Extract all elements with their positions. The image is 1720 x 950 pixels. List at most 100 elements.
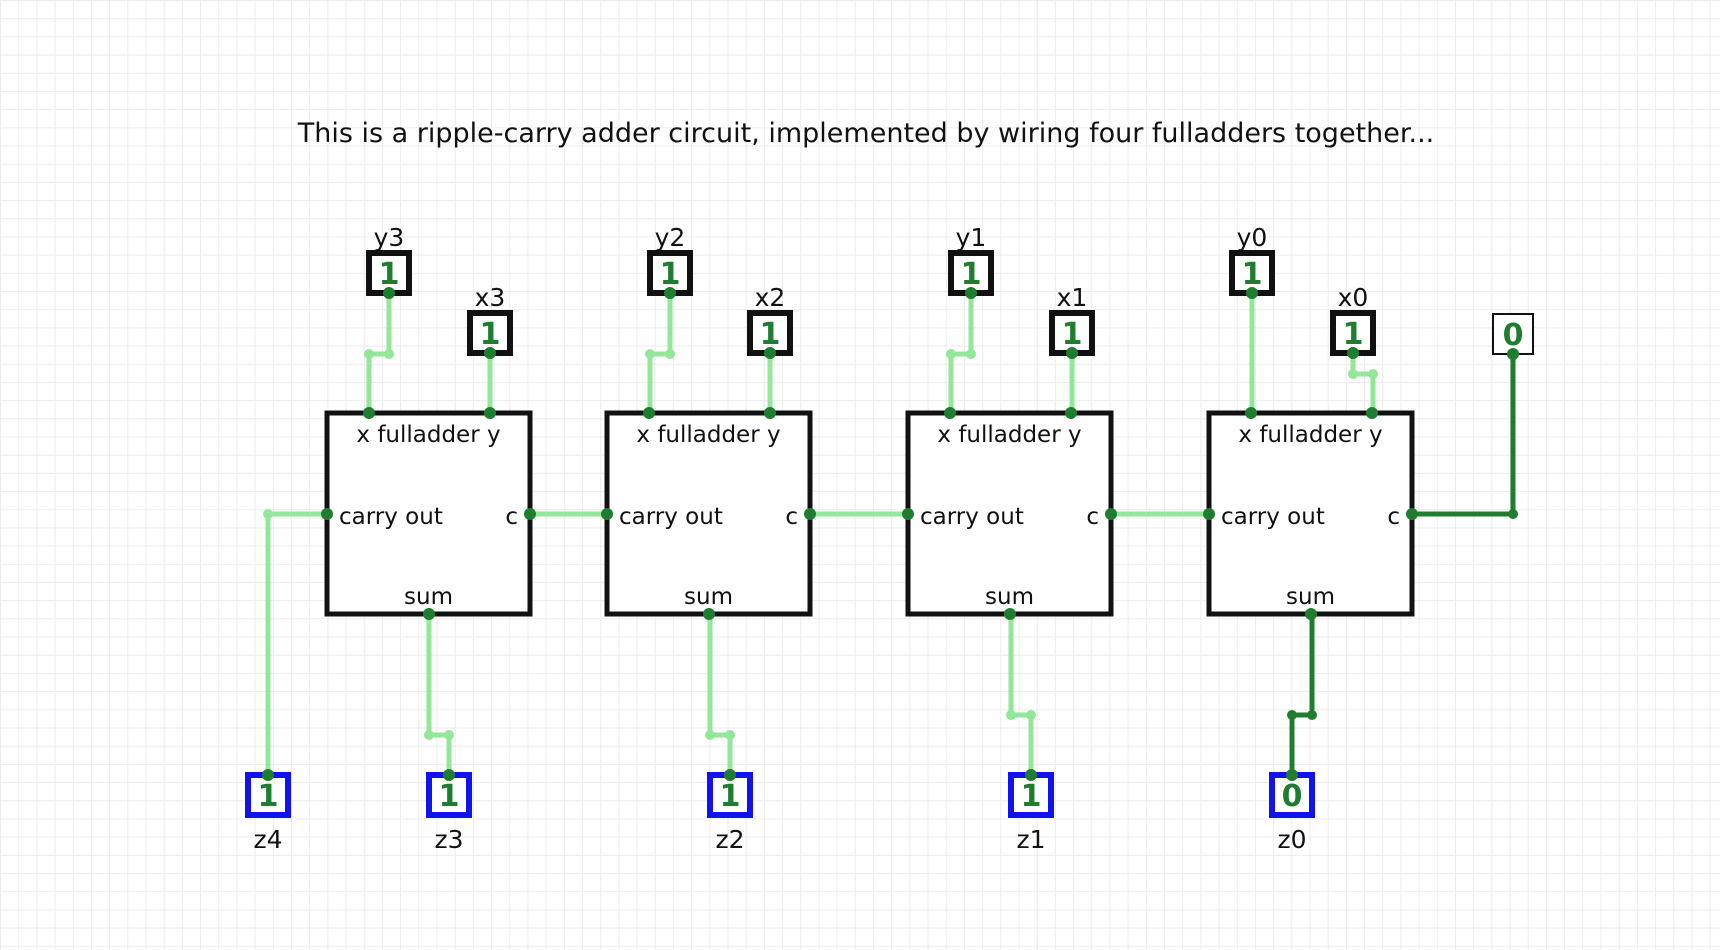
pin-connection: [724, 769, 736, 781]
output-box[interactable]: [707, 772, 753, 818]
carry-in-label: c: [1387, 504, 1400, 530]
output-pin-z3[interactable]: 1z3: [426, 772, 472, 854]
output-pin-z2[interactable]: 1z2: [707, 772, 753, 854]
sum-label: sum: [1286, 584, 1335, 610]
wire-joint: [263, 509, 273, 519]
wire-joint: [966, 349, 976, 359]
output-value: 1: [1021, 779, 1042, 814]
fulladder-port: [804, 508, 816, 520]
input-value: 1: [379, 257, 400, 292]
output-value: 1: [720, 779, 741, 814]
sum-label: sum: [684, 584, 733, 610]
pin-connection: [965, 287, 977, 299]
carry-out-label: carry out: [339, 504, 443, 530]
wire-joint: [1508, 509, 1518, 519]
nodes-layer: [262, 287, 1519, 781]
input-label: y1: [956, 223, 987, 252]
output-value: 0: [1282, 779, 1303, 814]
carry-out-label: carry out: [1221, 504, 1325, 530]
output-label: z3: [434, 825, 463, 854]
wire-joint: [444, 730, 454, 740]
input-pin-y3[interactable]: 1y3: [366, 223, 412, 296]
input-pin-x0[interactable]: 1x0: [1330, 283, 1376, 356]
pin-connection: [664, 287, 676, 299]
input-label: x0: [1338, 283, 1369, 312]
input-pin-y0[interactable]: 1y0: [1229, 223, 1275, 296]
constant-pin-cin[interactable]: 0: [1492, 313, 1534, 355]
input-label: x2: [755, 283, 786, 312]
input-label: x1: [1057, 283, 1088, 312]
pin-connection: [1347, 347, 1359, 359]
fulladder-port: [902, 508, 914, 520]
wire-joint: [705, 730, 715, 740]
wire-joint: [1348, 369, 1358, 379]
pin-connection: [1246, 287, 1258, 299]
output-value: 1: [258, 779, 279, 814]
input-value: 1: [1062, 317, 1083, 352]
fulladder-body: [604, 410, 813, 617]
output-label: z0: [1277, 825, 1306, 854]
wire-joint: [384, 349, 394, 359]
pin-connection: [1025, 769, 1037, 781]
wire-joint: [665, 349, 675, 359]
wire-joint: [645, 349, 655, 359]
wire-joint: [1026, 710, 1036, 720]
wire-joint: [1307, 710, 1317, 720]
fulladder-title: x fulladder y: [356, 422, 500, 448]
input-pin-y1[interactable]: 1y1: [948, 223, 994, 296]
carry-in-label: c: [785, 504, 798, 530]
input-label: y0: [1237, 223, 1268, 252]
wire-z0: [1289, 611, 1315, 778]
wire-y2: [647, 290, 673, 416]
input-pin-x2[interactable]: 1x2: [747, 283, 793, 356]
input-box[interactable]: [1229, 250, 1275, 296]
carry-out-label: carry out: [920, 504, 1024, 530]
carry-in-label: c: [1086, 504, 1099, 530]
wire-z4: [265, 511, 330, 778]
fulladder-port: [1065, 407, 1077, 419]
input-pin-x1[interactable]: 1x1: [1049, 283, 1095, 356]
fulladder-port: [1004, 608, 1016, 620]
wire-joint: [1006, 710, 1016, 720]
input-box[interactable]: [1330, 310, 1376, 356]
output-label: z1: [1016, 825, 1045, 854]
fulladder-port: [764, 407, 776, 419]
output-pin-z1[interactable]: 1z1: [1008, 772, 1054, 854]
pin-connection: [443, 769, 455, 781]
output-pin-z0[interactable]: 0z0: [1269, 772, 1315, 854]
fulladder-port: [1366, 407, 1378, 419]
input-box[interactable]: [467, 310, 513, 356]
input-pin-x3[interactable]: 1x3: [467, 283, 513, 356]
input-box[interactable]: [1049, 310, 1095, 356]
output-pin-z4[interactable]: 1z4: [245, 772, 291, 854]
pin-connection: [1286, 769, 1298, 781]
input-value: 1: [961, 257, 982, 292]
pin-connection: [383, 287, 395, 299]
circuit-caption: This is a ripple-carry adder circuit, im…: [297, 118, 1435, 149]
sum-label: sum: [985, 584, 1034, 610]
input-label: y2: [655, 223, 686, 252]
wire-z2: [707, 611, 733, 778]
input-value: 1: [760, 317, 781, 352]
input-pin-y2[interactable]: 1y2: [647, 223, 693, 296]
fulladder-port: [1305, 608, 1317, 620]
input-label: x3: [475, 283, 506, 312]
fulladder-port: [1105, 508, 1117, 520]
carry-out-label: carry out: [619, 504, 723, 530]
wire-joint: [1287, 710, 1297, 720]
output-label: z2: [715, 825, 744, 854]
fulladder-port: [423, 608, 435, 620]
pin-connection: [1507, 348, 1519, 360]
wire-joint: [725, 730, 735, 740]
fulladder-port: [1203, 508, 1215, 520]
wire-joint: [1368, 369, 1378, 379]
fulladder-port: [1245, 407, 1257, 419]
